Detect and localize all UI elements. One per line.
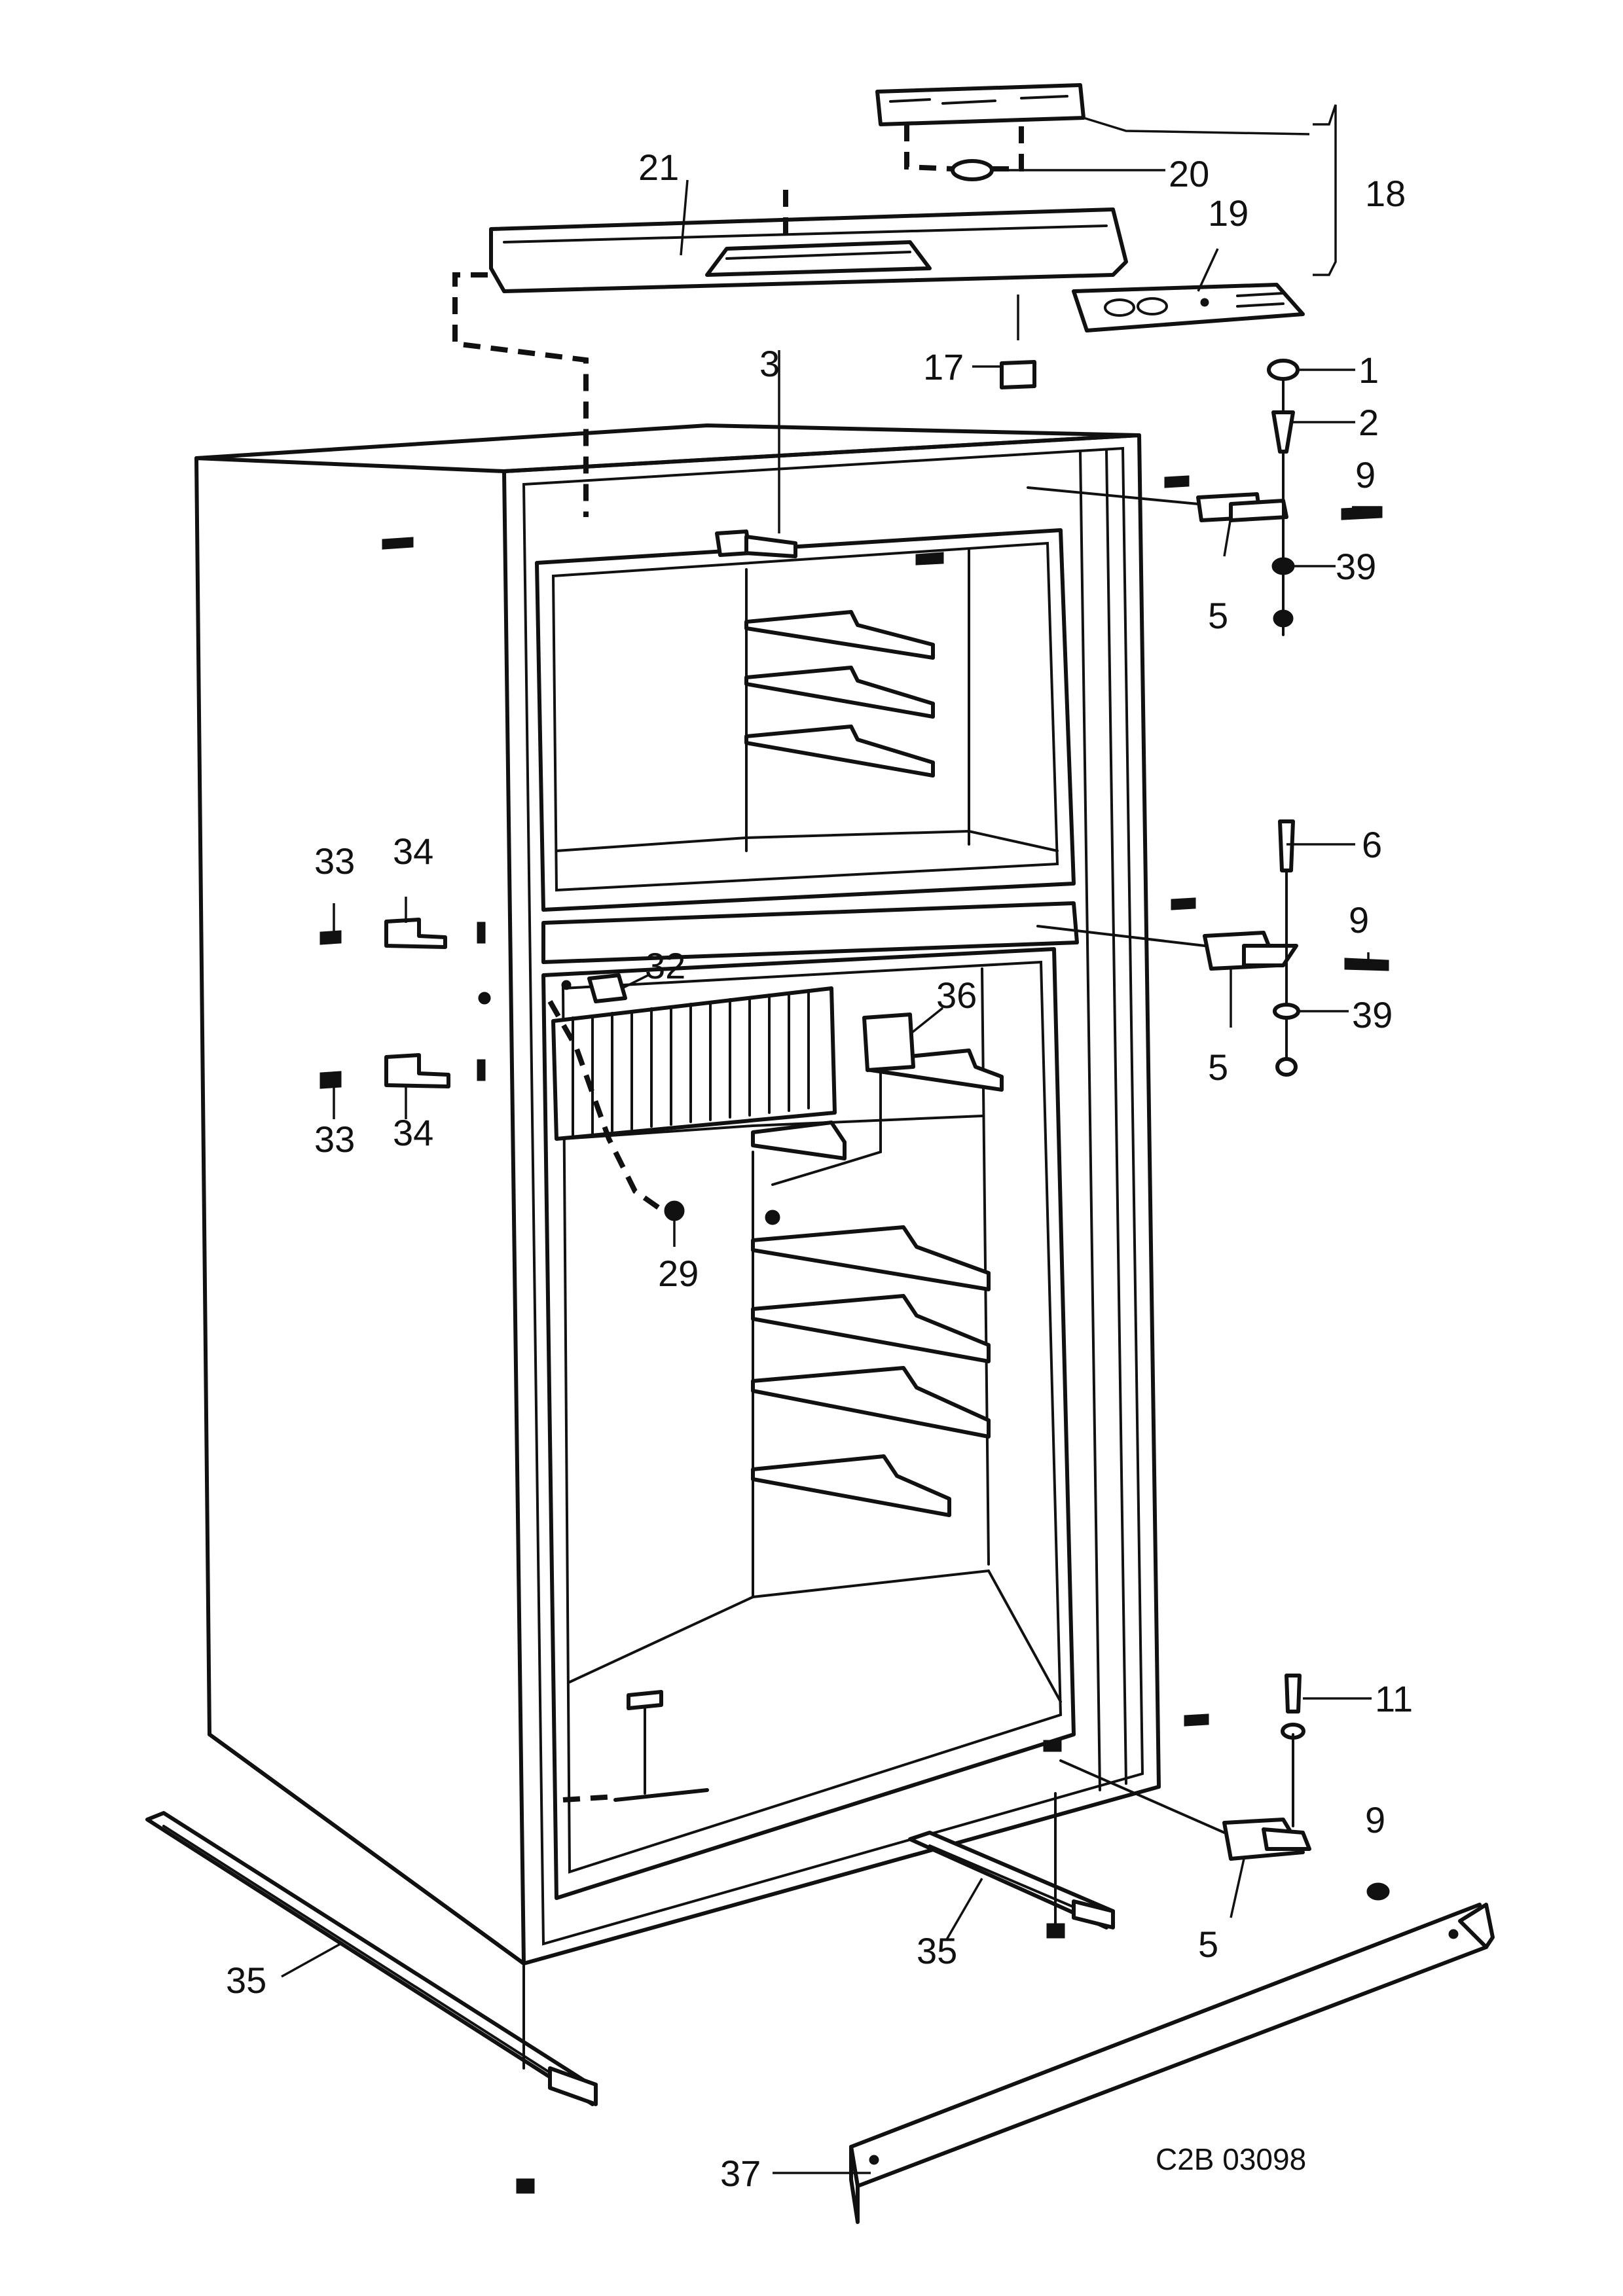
callout-5-bottom: 5 [1198, 1924, 1218, 1965]
callout-17: 17 [923, 346, 964, 387]
rating-label [1000, 360, 1036, 389]
callout-20: 20 [1169, 153, 1209, 194]
callout-9-bottom: 9 [1365, 1799, 1385, 1840]
nut-icon [1273, 609, 1294, 628]
screw-icon [1366, 1882, 1390, 1901]
hole-icon [1448, 1929, 1459, 1939]
callout-29: 29 [658, 1253, 699, 1294]
callout-11: 11 [1375, 1678, 1413, 1719]
callout-2: 2 [1359, 402, 1379, 443]
callout-3: 3 [759, 343, 780, 384]
callout-39-middle: 39 [1352, 994, 1393, 1035]
callout-39-top: 39 [1336, 546, 1376, 587]
mullion [541, 901, 1079, 964]
callout-35-right: 35 [917, 1930, 957, 1971]
callout-35-left: 35 [226, 1960, 266, 2001]
leveling-rail-left [145, 1811, 598, 2106]
callout-5-middle: 5 [1208, 1047, 1228, 1088]
light-switch [862, 1013, 915, 1072]
callout-37: 37 [720, 2153, 761, 2194]
screw-icon [1043, 1740, 1062, 1752]
callout-34-upper: 34 [393, 831, 433, 872]
leader-lines [281, 104, 1381, 2174]
control-panel-cover [489, 207, 1128, 293]
freezer-shelf-rail [744, 610, 935, 778]
top-hinge [1027, 359, 1383, 636]
washer-icon [1273, 1003, 1300, 1020]
leveling-rail-right [908, 1792, 1115, 1929]
spacer-icon [1271, 557, 1295, 575]
washer-icon [1267, 359, 1300, 381]
callout-9-top: 9 [1355, 454, 1376, 495]
callout-1: 1 [1359, 350, 1379, 391]
screw-icon [1046, 1923, 1065, 1939]
callout-9-middle: 9 [1349, 899, 1369, 941]
screw-icon [1164, 475, 1190, 488]
thermostat-board [875, 83, 1085, 181]
callout-32: 32 [645, 945, 685, 986]
callout-33-upper: 33 [314, 840, 355, 882]
frame-screws [382, 475, 1209, 2194]
bottom-hinge [1059, 1674, 1390, 1901]
door-stop-upper [319, 918, 486, 949]
cabinet-outline [194, 423, 1161, 1965]
drawing-code: C2B 03098 [1156, 2142, 1306, 2176]
screw-icon [516, 2178, 535, 2194]
screw-icon [1344, 958, 1389, 971]
plug-icon [478, 992, 491, 1005]
evaporator-fins [551, 986, 837, 1141]
screw-icon [1184, 1713, 1209, 1727]
callout-33-lower: 33 [314, 1119, 355, 1160]
screw-icon [1171, 897, 1196, 910]
plug-icon [765, 1210, 780, 1225]
callout-34-lower: 34 [393, 1112, 433, 1153]
door-stop-lower [319, 1053, 486, 1089]
callout-21: 21 [638, 147, 679, 188]
wiring-harness [452, 124, 1024, 1217]
callout-5-top: 5 [1208, 595, 1228, 636]
screw-icon [1341, 506, 1383, 520]
hinge-pin-icon [1271, 410, 1295, 454]
fresh-food-compartment [541, 947, 1076, 1900]
screw-icon [319, 930, 342, 945]
plug-icon [664, 1200, 685, 1221]
control-panel-insert [1072, 283, 1305, 332]
freezer-compartment [535, 528, 1076, 912]
screw-icon [319, 1071, 342, 1089]
callout-labels: 1 2 3 5 5 5 6 9 9 9 11 17 18 19 20 21 29… [226, 147, 1413, 2194]
plug-icon [561, 980, 572, 990]
screw-icon [382, 537, 414, 550]
hole-icon [869, 2155, 879, 2165]
bracket-arm [744, 535, 797, 558]
callout-19: 19 [1208, 192, 1249, 234]
hinge-pin-icon [1278, 819, 1295, 872]
callout-36: 36 [936, 975, 977, 1016]
callout-18: 18 [1365, 173, 1406, 214]
hinge-pin-icon [1285, 1674, 1302, 1713]
screw-icon [915, 552, 944, 565]
nut-icon [1275, 1057, 1298, 1077]
callout-6: 6 [1362, 824, 1382, 865]
center-hinge [1036, 819, 1389, 1077]
light-socket [587, 973, 627, 1003]
